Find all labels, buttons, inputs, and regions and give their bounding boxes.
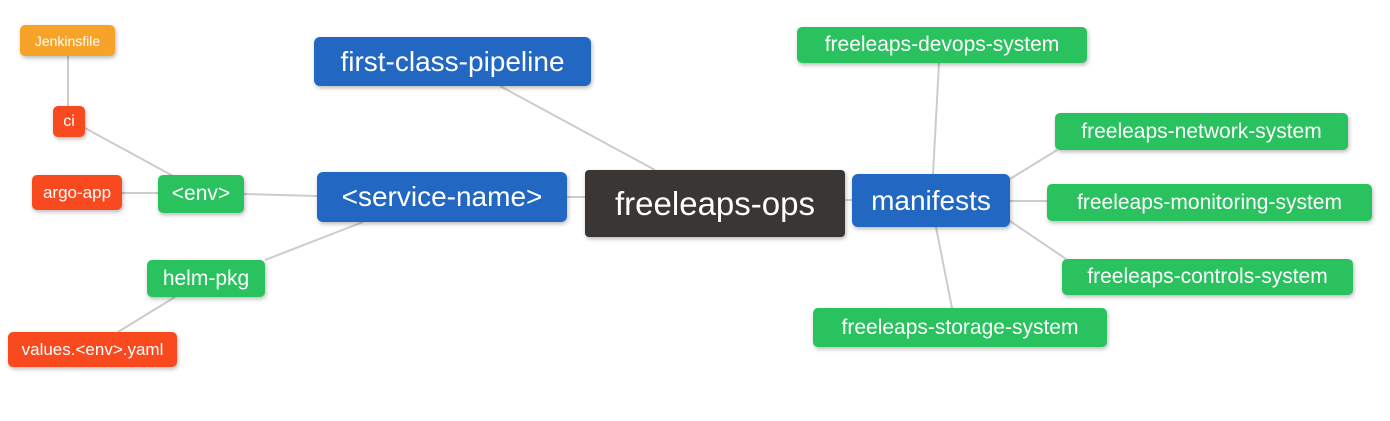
node-helm-pkg[interactable]: helm-pkg	[147, 260, 265, 297]
node-jenkinsfile[interactable]: Jenkinsfile	[20, 25, 115, 56]
edge-env-service-name	[243, 193, 318, 197]
edge-ci-env	[84, 127, 174, 177]
edge-manifests-network	[1009, 149, 1058, 180]
node-monitoring-system[interactable]: freeleaps-monitoring-system	[1047, 184, 1372, 221]
edge-manifests-devops	[932, 62, 940, 175]
edge-helm-pkg-service-name	[264, 221, 364, 261]
node-root-freeleaps-ops[interactable]: freeleaps-ops	[585, 170, 845, 237]
edge-manifests-storage	[935, 226, 953, 309]
edge-pipeline-root	[499, 85, 656, 171]
node-service-name[interactable]: <service-name>	[317, 172, 567, 222]
edge-manifests-controls	[1009, 220, 1067, 260]
node-env[interactable]: <env>	[158, 175, 244, 213]
node-storage-system[interactable]: freeleaps-storage-system	[813, 308, 1107, 347]
node-controls-system[interactable]: freeleaps-controls-system	[1062, 259, 1353, 295]
node-manifests[interactable]: manifests	[852, 174, 1010, 227]
node-argo-app[interactable]: argo-app	[32, 175, 122, 210]
node-first-class-pipeline[interactable]: first-class-pipeline	[314, 37, 591, 86]
node-devops-system[interactable]: freeleaps-devops-system	[797, 27, 1087, 63]
node-values-env-yaml[interactable]: values.<env>.yaml	[8, 332, 177, 367]
node-network-system[interactable]: freeleaps-network-system	[1055, 113, 1348, 150]
edge-values-yaml-helm-pkg	[117, 296, 176, 333]
node-ci[interactable]: ci	[53, 106, 85, 137]
